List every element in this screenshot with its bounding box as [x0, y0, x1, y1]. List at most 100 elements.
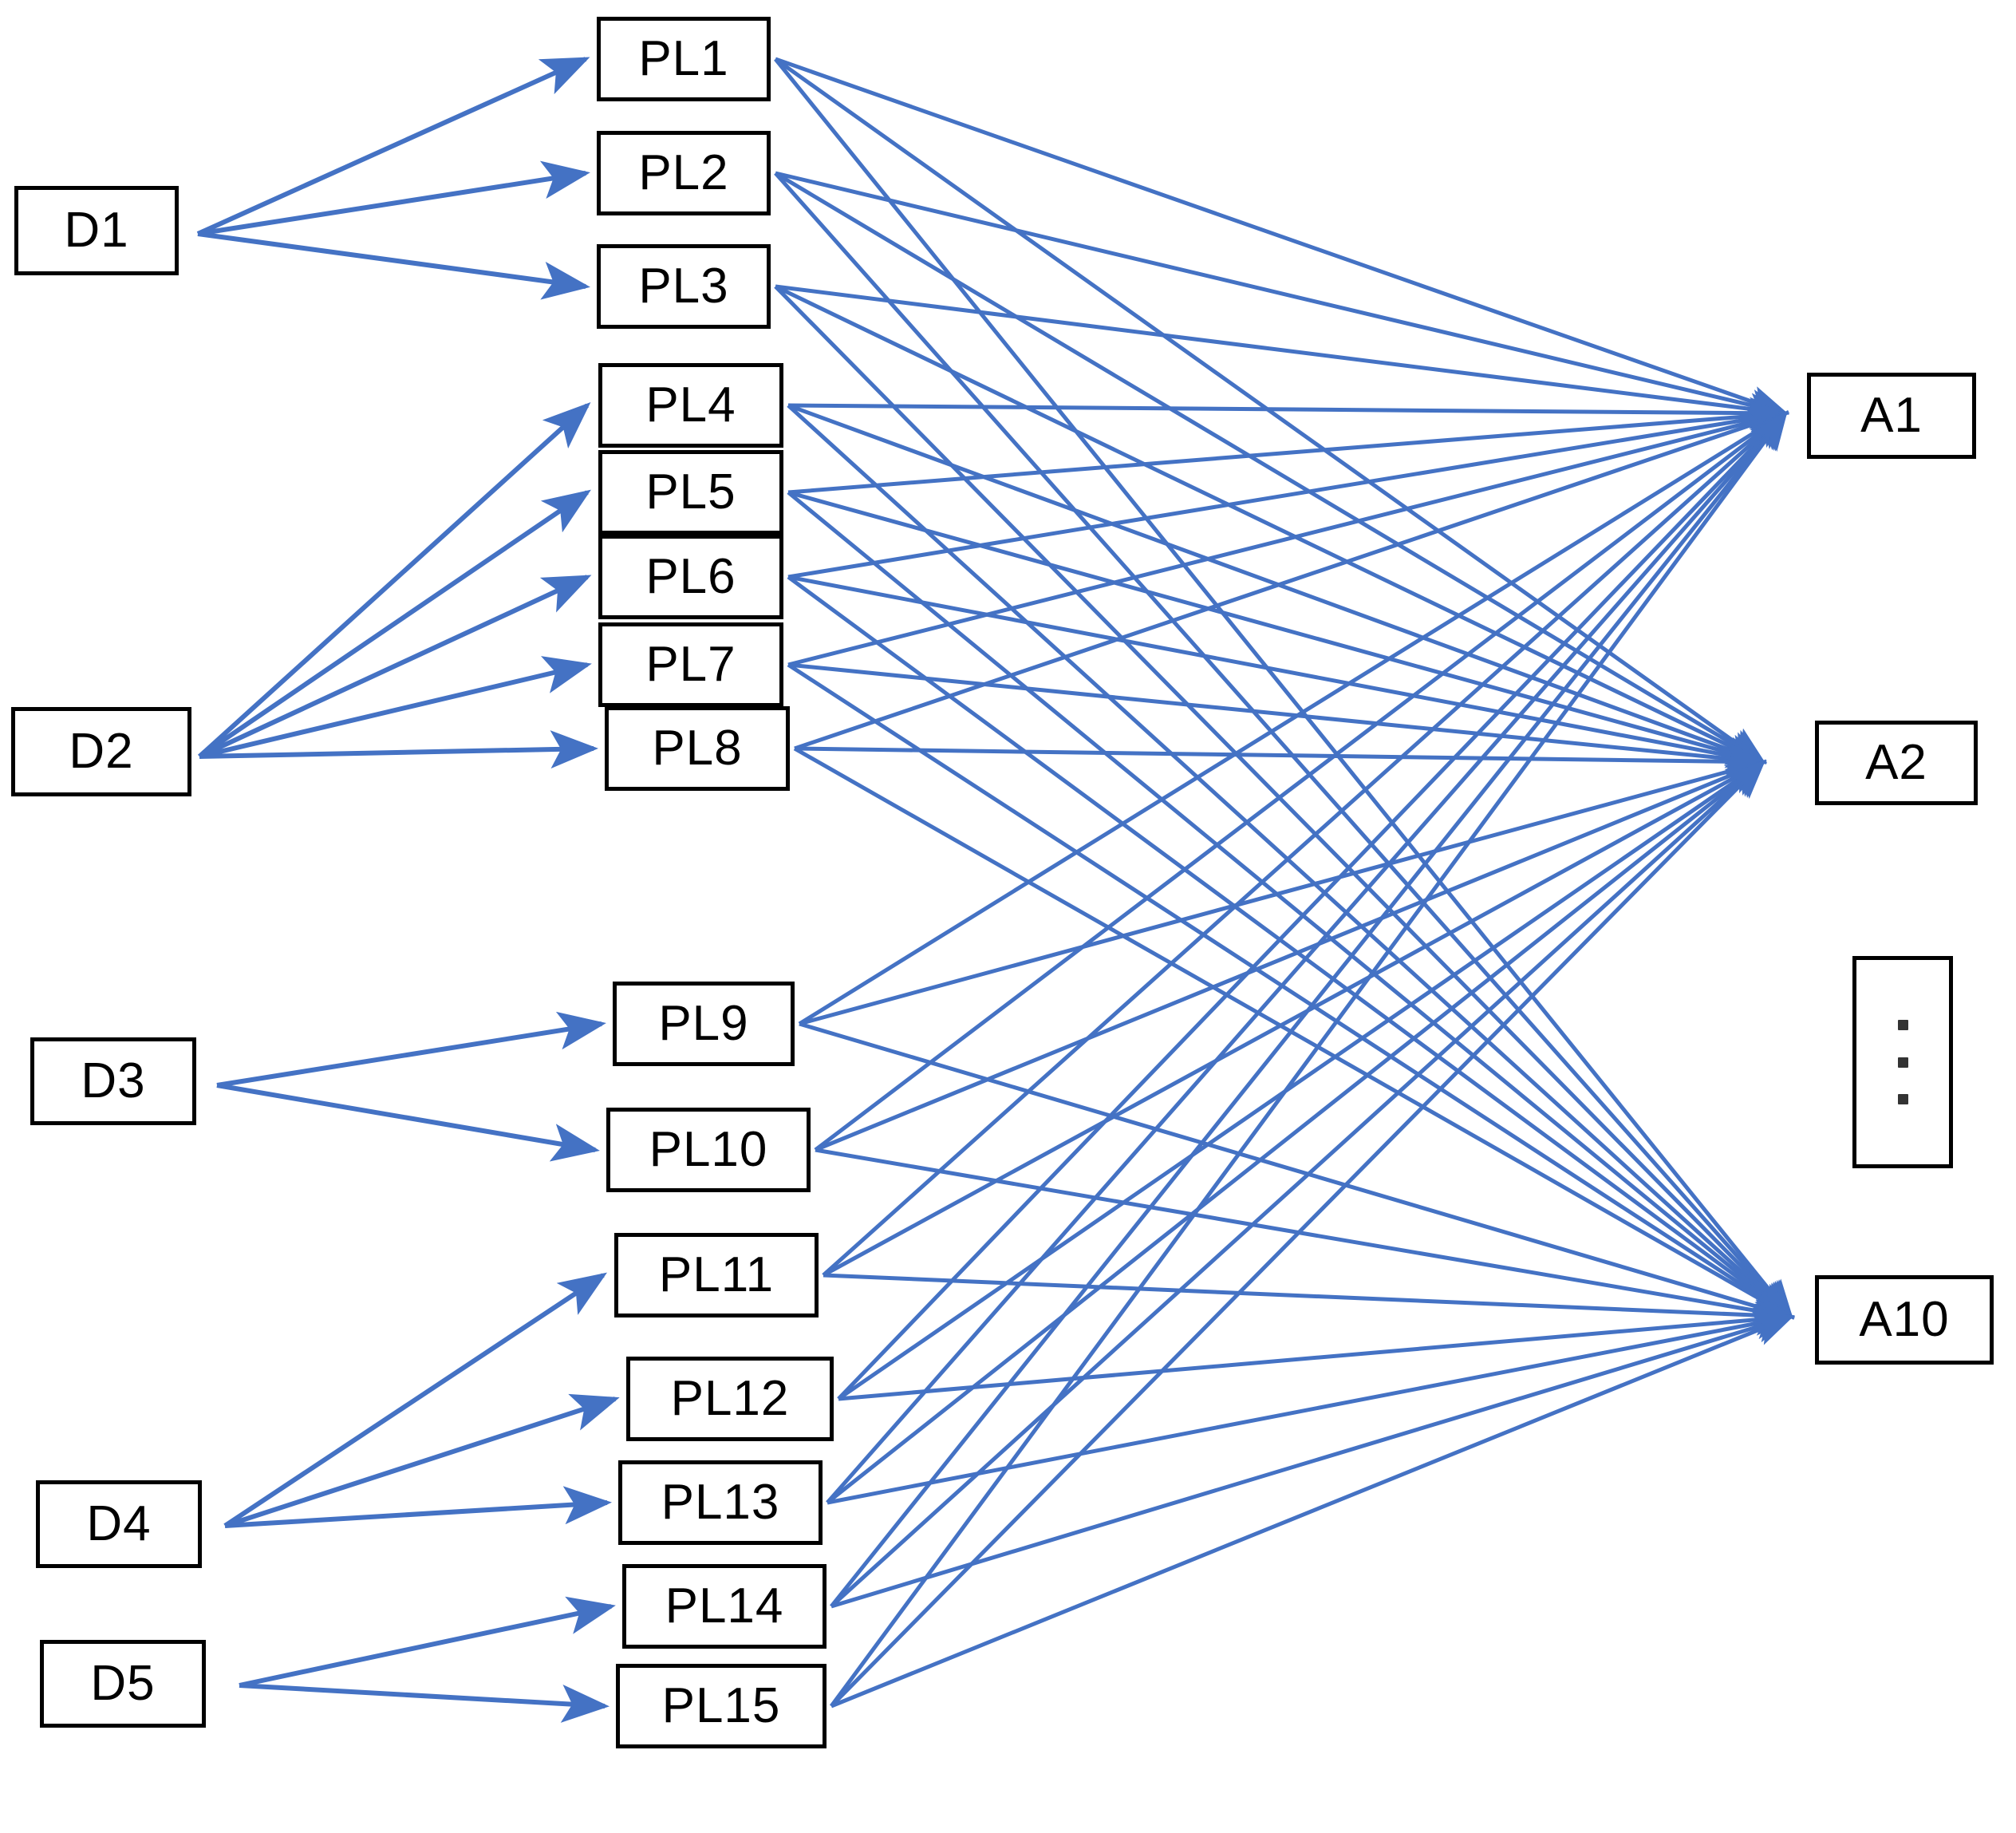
- node-label: PL8: [652, 721, 743, 776]
- dataset-node-d3[interactable]: D3: [30, 1037, 196, 1125]
- edge-pl6-to-a2: [787, 575, 1767, 772]
- edge-d2-to-pl4: [197, 401, 591, 759]
- edge-d4-to-pl13: [224, 1486, 612, 1528]
- dataset-to-pipeline-edges: [196, 57, 620, 1723]
- edge-pl15-to-a10: [830, 1314, 1795, 1709]
- edge-pl7-to-a10: [787, 662, 1795, 1319]
- pipeline-node-pl4[interactable]: PL4: [598, 363, 783, 448]
- edge-pl15-to-a1: [829, 409, 1788, 1708]
- edge-pl10-to-a1: [814, 410, 1789, 1152]
- pipeline-node-pl12[interactable]: PL12: [626, 1357, 834, 1441]
- ellipsis-dot: [1897, 1093, 1908, 1104]
- edge-d4-to-pl11: [223, 1272, 608, 1528]
- pipeline-node-pl3[interactable]: PL3: [597, 244, 771, 329]
- edge-pl4-to-a1: [787, 397, 1789, 429]
- edge-pl1-to-a10: [774, 57, 1794, 1320]
- edge-pl11-to-a2: [822, 760, 1767, 1278]
- node-label: PL2: [638, 145, 729, 200]
- node-label: A2: [1865, 735, 1927, 790]
- edge-pl6-to-a1: [787, 403, 1789, 579]
- edge-pl13-to-a2: [826, 759, 1766, 1504]
- application-node-a2[interactable]: A2: [1815, 721, 1978, 805]
- node-label: D4: [86, 1496, 152, 1551]
- pipeline-to-application-edges: [774, 57, 1795, 1709]
- node-label: PL7: [645, 637, 736, 692]
- application-node-a10[interactable]: A10: [1815, 1275, 1994, 1365]
- edge-pl9-to-a1: [798, 411, 1789, 1026]
- edge-pl8-to-a10: [793, 746, 1795, 1319]
- edge-pl8-to-a1: [794, 409, 1789, 751]
- node-label: PL1: [638, 31, 729, 86]
- edge-pl3-to-a1: [775, 284, 1789, 425]
- dataset-node-d2[interactable]: D2: [11, 707, 191, 796]
- edge-pl12-to-a2: [837, 760, 1767, 1401]
- node-label: PL6: [645, 549, 736, 604]
- edge-pl8-to-a2: [794, 745, 1767, 778]
- edge-d1-to-pl1: [196, 57, 590, 236]
- pipeline-node-pl5[interactable]: PL5: [598, 450, 783, 535]
- edge-pl13-to-a1: [826, 410, 1789, 1504]
- node-label: PL12: [670, 1371, 790, 1426]
- edge-d5-to-pl15: [239, 1683, 610, 1723]
- edge-d2-to-pl8: [199, 730, 598, 769]
- node-label: D5: [90, 1656, 156, 1711]
- edge-d3-to-pl10: [216, 1083, 600, 1162]
- edge-pl1-to-a1: [775, 57, 1789, 417]
- edge-d2-to-pl7: [199, 656, 592, 759]
- node-label: PL15: [661, 1678, 781, 1733]
- node-label: PL3: [638, 259, 729, 314]
- edge-pl14-to-a10: [830, 1311, 1795, 1609]
- edge-pl14-to-a2: [830, 759, 1766, 1608]
- node-label: PL10: [649, 1122, 768, 1177]
- edge-pl12-to-a10: [838, 1303, 1795, 1401]
- edge-pl7-to-a1: [787, 406, 1789, 667]
- edge-pl3-to-a2: [774, 284, 1767, 764]
- pipeline-node-pl6[interactable]: PL6: [598, 535, 783, 619]
- dataset-node-d5[interactable]: D5: [40, 1640, 206, 1728]
- node-label: PL9: [658, 996, 749, 1051]
- dataset-node-d1[interactable]: D1: [14, 186, 179, 275]
- ellipsis-dot: [1897, 1020, 1908, 1031]
- dataset-node-d4[interactable]: D4: [36, 1480, 202, 1568]
- edge-d1-to-pl2: [197, 160, 590, 236]
- node-label: A10: [1859, 1292, 1950, 1347]
- pipeline-node-pl7[interactable]: PL7: [598, 622, 783, 707]
- pipeline-node-pl2[interactable]: PL2: [597, 131, 771, 215]
- edge-pl5-to-a10: [787, 491, 1794, 1320]
- node-label: D1: [64, 203, 129, 258]
- pipeline-node-pl11[interactable]: PL11: [614, 1233, 819, 1317]
- pipeline-node-pl1[interactable]: PL1: [597, 17, 771, 101]
- edge-pl9-to-a10: [799, 1021, 1795, 1322]
- edge-pl10-to-a10: [815, 1148, 1795, 1327]
- edge-pl9-to-a2: [799, 756, 1767, 1026]
- pipeline-node-pl10[interactable]: PL10: [606, 1108, 811, 1192]
- node-label: A1: [1860, 388, 1923, 443]
- edge-d2-to-pl5: [198, 489, 591, 759]
- application-node-a1[interactable]: A1: [1807, 373, 1976, 459]
- edge-pl13-to-a10: [827, 1307, 1795, 1505]
- application-ellipsis-node: [1852, 956, 1953, 1168]
- node-label: D2: [69, 724, 134, 779]
- pipeline-node-pl15[interactable]: PL15: [616, 1664, 827, 1748]
- edge-pl7-to-a2: [787, 662, 1767, 775]
- ellipsis-dot: [1897, 1057, 1908, 1068]
- edge-pl6-to-a10: [787, 575, 1795, 1319]
- pipeline-node-pl14[interactable]: PL14: [622, 1564, 827, 1649]
- edge-pl5-to-a1: [787, 400, 1789, 495]
- edge-pl11-to-a1: [822, 410, 1789, 1277]
- pipeline-node-pl9[interactable]: PL9: [613, 982, 795, 1066]
- edge-d4-to-pl12: [224, 1393, 620, 1528]
- edge-pl4-to-a10: [787, 404, 1794, 1320]
- edge-d3-to-pl9: [216, 1011, 606, 1088]
- node-label: PL4: [645, 377, 736, 433]
- edge-d1-to-pl3: [197, 231, 590, 300]
- edge-pl5-to-a2: [787, 490, 1767, 768]
- node-label: PL13: [661, 1475, 780, 1530]
- node-label: PL5: [645, 464, 736, 519]
- edge-d5-to-pl14: [239, 1596, 616, 1688]
- edge-pl15-to-a2: [830, 759, 1766, 1708]
- pipeline-node-pl8[interactable]: PL8: [605, 706, 790, 791]
- pipeline-node-pl13[interactable]: PL13: [618, 1460, 823, 1545]
